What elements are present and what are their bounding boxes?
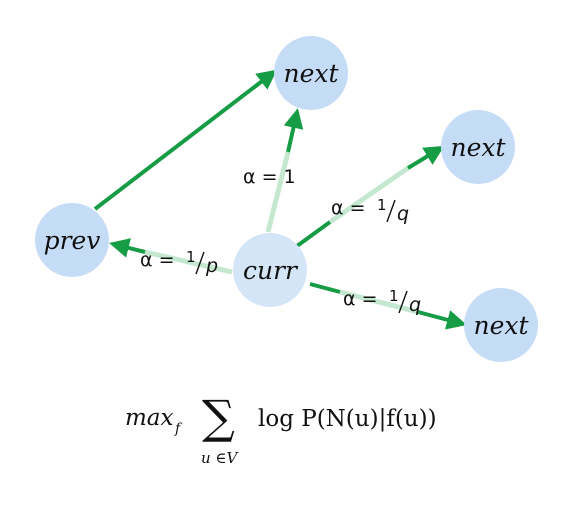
alpha-label-lower-prefix: α = xyxy=(343,288,377,310)
node-next-top xyxy=(274,36,348,110)
alpha-label-lower-den: q xyxy=(409,294,421,316)
alpha-label-prev-prefix: α = xyxy=(140,249,174,271)
alpha-label-prev-num: 1 xyxy=(186,248,196,266)
alpha-label-prev-slash xyxy=(195,251,205,275)
formula-sum-symbol: ∑ xyxy=(202,390,235,444)
edge-curr-to-next-top xyxy=(283,108,304,153)
edge-curr-to-prev-light xyxy=(144,249,233,275)
alpha-label-lower-slash xyxy=(398,290,408,314)
formula-max: max xyxy=(125,405,174,431)
node-curr xyxy=(233,233,307,307)
alpha-label-upper-prefix: α = xyxy=(331,197,365,219)
alpha-label-lower-num: 1 xyxy=(389,287,399,305)
node-next-upper-right-label: next xyxy=(450,133,506,162)
formula-expression: log P(N(u)|f(u)) xyxy=(258,406,437,432)
node-next-lower-right xyxy=(464,288,538,362)
objective-formula: max f ∑ u ∈V log P(N(u)|f(u)) xyxy=(125,390,437,467)
edge-curr-to-next-lower-a xyxy=(309,282,341,294)
alpha-label-prev: α = 1 p xyxy=(140,248,218,277)
alpha-label-top: α = 1 xyxy=(243,166,296,188)
edge-curr-to-next-lower-light xyxy=(339,289,419,315)
edge-curr-to-prev xyxy=(109,238,146,258)
alpha-label-upper: α = 1 q xyxy=(331,196,409,225)
edge-prev-to-next xyxy=(93,69,278,211)
node-next-top-label: next xyxy=(283,59,339,88)
formula-max-subscript: f xyxy=(174,421,183,437)
edge-curr-to-next-lower-b xyxy=(417,310,467,330)
alpha-label-prev-den: p xyxy=(205,255,218,277)
edge-curr-to-next-upper-light xyxy=(328,165,410,225)
node-curr-label: curr xyxy=(243,256,299,285)
alpha-label-upper-den: q xyxy=(397,203,409,225)
formula-sum-subscript: u ∈V xyxy=(201,449,240,467)
edge-curr-to-next-upper-a xyxy=(295,220,332,248)
edge-curr-to-next-upper-b xyxy=(406,145,445,170)
node-prev xyxy=(35,203,109,277)
alpha-label-lower: α = 1 q xyxy=(343,287,421,316)
alpha-label-upper-slash xyxy=(386,199,396,223)
alpha-label-upper-num: 1 xyxy=(377,196,387,214)
graph-canvas: next next prev curr next α = 1 α = 1 p α… xyxy=(35,36,538,362)
edge-curr-to-next-top-light xyxy=(265,151,291,233)
node-next-lower-right-label: next xyxy=(473,311,529,340)
node-prev-label: prev xyxy=(44,226,101,255)
node-next-upper-right xyxy=(441,110,515,184)
